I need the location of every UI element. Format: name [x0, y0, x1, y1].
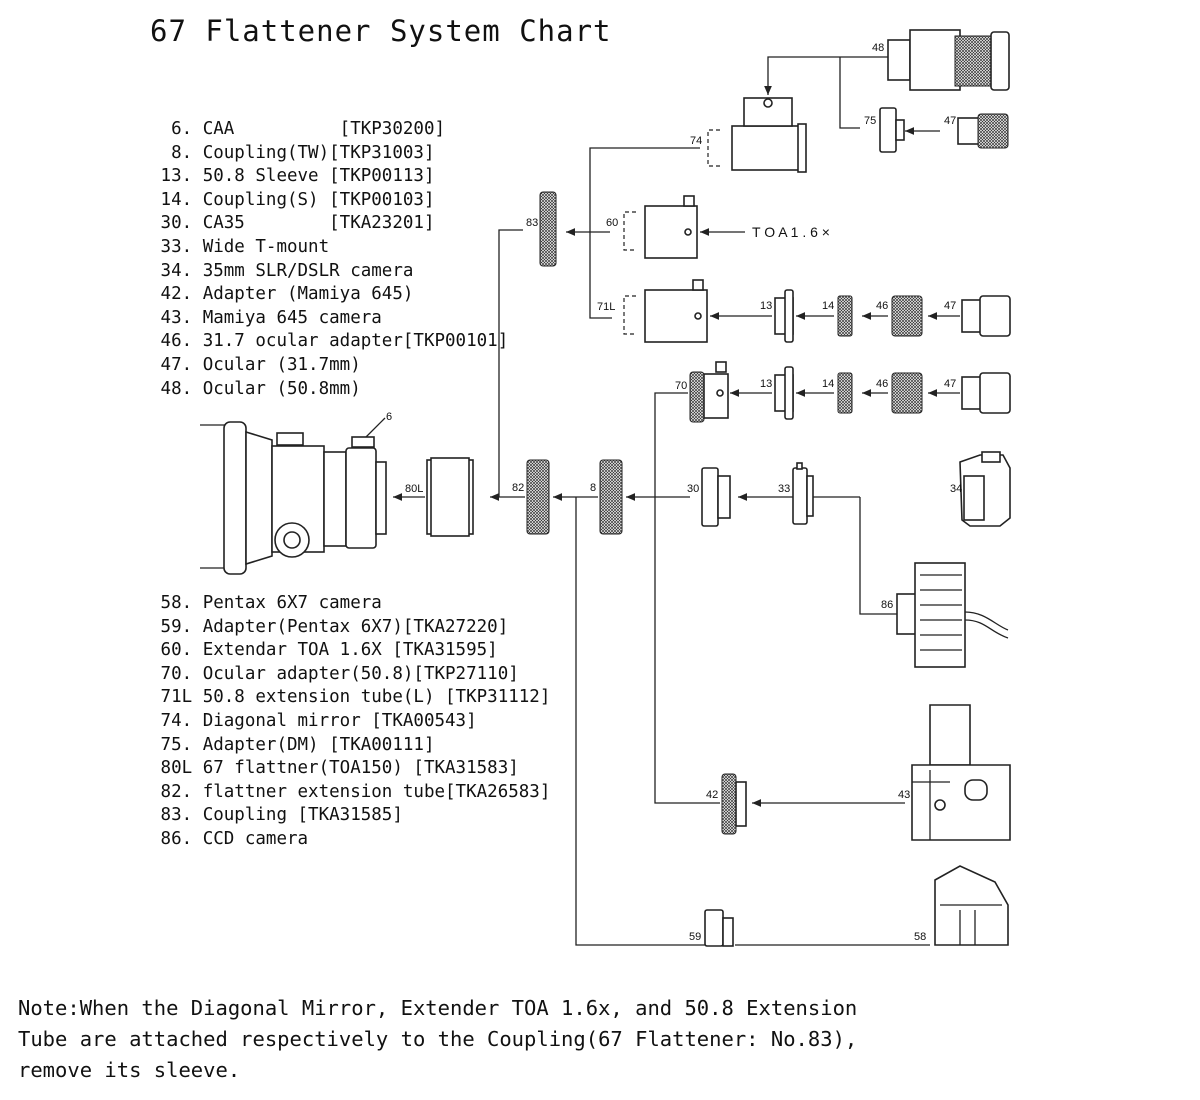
label-46a: 46	[876, 300, 888, 312]
label-71L: 71L	[597, 301, 615, 313]
legend-bottom: 58. Pentax 6X7 camera 59. Adapter(Pentax…	[150, 592, 551, 852]
ocular-47a	[957, 113, 1009, 149]
note-line: Note:When the Diagonal Mirror, Extender …	[18, 996, 858, 1020]
label-60: 60	[606, 217, 618, 229]
label-58: 58	[914, 931, 926, 943]
legend-item: 30. CA35 [TKA23201]	[150, 213, 435, 234]
label-13a: 13	[760, 300, 772, 312]
diagram-labels: 6 80L 82 8 30 33 34 86 83 74 75 48 47 60…	[386, 42, 962, 943]
legend-item: 60. Extendar TOA 1.6X [TKA31595]	[150, 640, 498, 661]
legend-item: 46. 31.7 ocular adapter[TKP00101]	[150, 331, 509, 352]
legend-item: 83. Coupling [TKA31585]	[150, 805, 403, 826]
telescope-body	[200, 417, 387, 575]
legend-item: 8. Coupling(TW)[TKP31003]	[150, 142, 435, 163]
legend-item: 59. Adapter(Pentax 6X7)[TKA27220]	[150, 616, 509, 637]
label-59: 59	[689, 931, 701, 943]
legend-item: 80L 67 flattner(TOA150) [TKA31583]	[150, 758, 519, 779]
legend-item: 33. Wide T-mount	[150, 236, 330, 257]
label-43: 43	[898, 789, 910, 801]
label-46b: 46	[876, 378, 888, 390]
label-8: 8	[590, 482, 596, 494]
label-14a: 14	[822, 300, 834, 312]
label-47c: 47	[944, 378, 956, 390]
legend-item: 75. Adapter(DM) [TKA00111]	[150, 734, 435, 755]
part-74	[707, 97, 807, 173]
label-82: 82	[512, 482, 524, 494]
label-toa: T O A 1 . 6 ×	[752, 224, 830, 240]
row-71L-parts	[774, 289, 1011, 343]
part-71L	[623, 279, 708, 343]
legend-item: 13. 50.8 Sleeve [TKP00113]	[150, 166, 435, 187]
part-75	[879, 107, 905, 153]
camera-86	[896, 562, 1009, 668]
part-83	[539, 191, 557, 267]
legend-item: 6. CAA [TKP30200]	[150, 119, 446, 139]
label-34: 34	[950, 483, 962, 495]
part-33	[792, 462, 814, 525]
label-14b: 14	[822, 378, 834, 390]
camera-34	[959, 451, 1011, 527]
legend-item: 47. Ocular (31.7mm)	[150, 354, 361, 375]
label-86: 86	[881, 599, 893, 611]
legend-item: 82. flattner extension tube[TKA26583]	[150, 781, 551, 802]
label-83: 83	[526, 217, 538, 229]
part-30	[701, 467, 731, 527]
connection-lines	[393, 56, 960, 946]
legend-item: 58. Pentax 6X7 camera	[150, 593, 382, 613]
label-30: 30	[687, 483, 699, 495]
label-70: 70	[675, 380, 687, 392]
label-47b: 47	[944, 300, 956, 312]
row-70-parts	[689, 361, 1011, 423]
part-80L	[426, 457, 474, 537]
label-48: 48	[872, 42, 884, 54]
camera-58-group	[704, 865, 1009, 947]
label-6: 6	[386, 411, 392, 423]
ocular-48	[887, 29, 1010, 91]
part-82	[526, 459, 550, 535]
label-74: 74	[690, 135, 702, 147]
label-42: 42	[706, 789, 718, 801]
page-title: 67 Flattener System Chart	[150, 14, 612, 48]
camera-43-group	[721, 704, 1011, 841]
label-33: 33	[778, 483, 790, 495]
note-line: Tube are attached respectively to the Co…	[18, 1027, 858, 1051]
legend-item: 74. Diagonal mirror [TKA00543]	[150, 710, 477, 731]
legend-item: 43. Mamiya 645 camera	[150, 307, 382, 328]
legend-item: 86. CCD camera	[150, 828, 309, 849]
note: Note:When the Diagonal Mirror, Extender …	[18, 993, 1018, 1086]
legend-item: 48. Ocular (50.8mm)	[150, 378, 361, 399]
legend-item: 14. Coupling(S) [TKP00103]	[150, 189, 435, 210]
label-47a: 47	[944, 115, 956, 127]
label-13b: 13	[760, 378, 772, 390]
part-8	[599, 459, 623, 535]
label-80L: 80L	[405, 483, 423, 495]
legend-item: 70. Ocular adapter(50.8)[TKP27110]	[150, 663, 519, 684]
label-75: 75	[864, 115, 876, 127]
note-line: remove its sleeve.	[18, 1058, 241, 1082]
part-60	[623, 195, 698, 259]
legend-item: 71L 50.8 extension tube(L) [TKP31112]	[150, 687, 551, 708]
legend-top: 6. CAA [TKP30200] 8. Coupling(TW)[TKP310…	[150, 118, 509, 401]
legend-item: 42. Adapter (Mamiya 645)	[150, 284, 414, 305]
legend-item: 34. 35mm SLR/DSLR camera	[150, 260, 414, 281]
